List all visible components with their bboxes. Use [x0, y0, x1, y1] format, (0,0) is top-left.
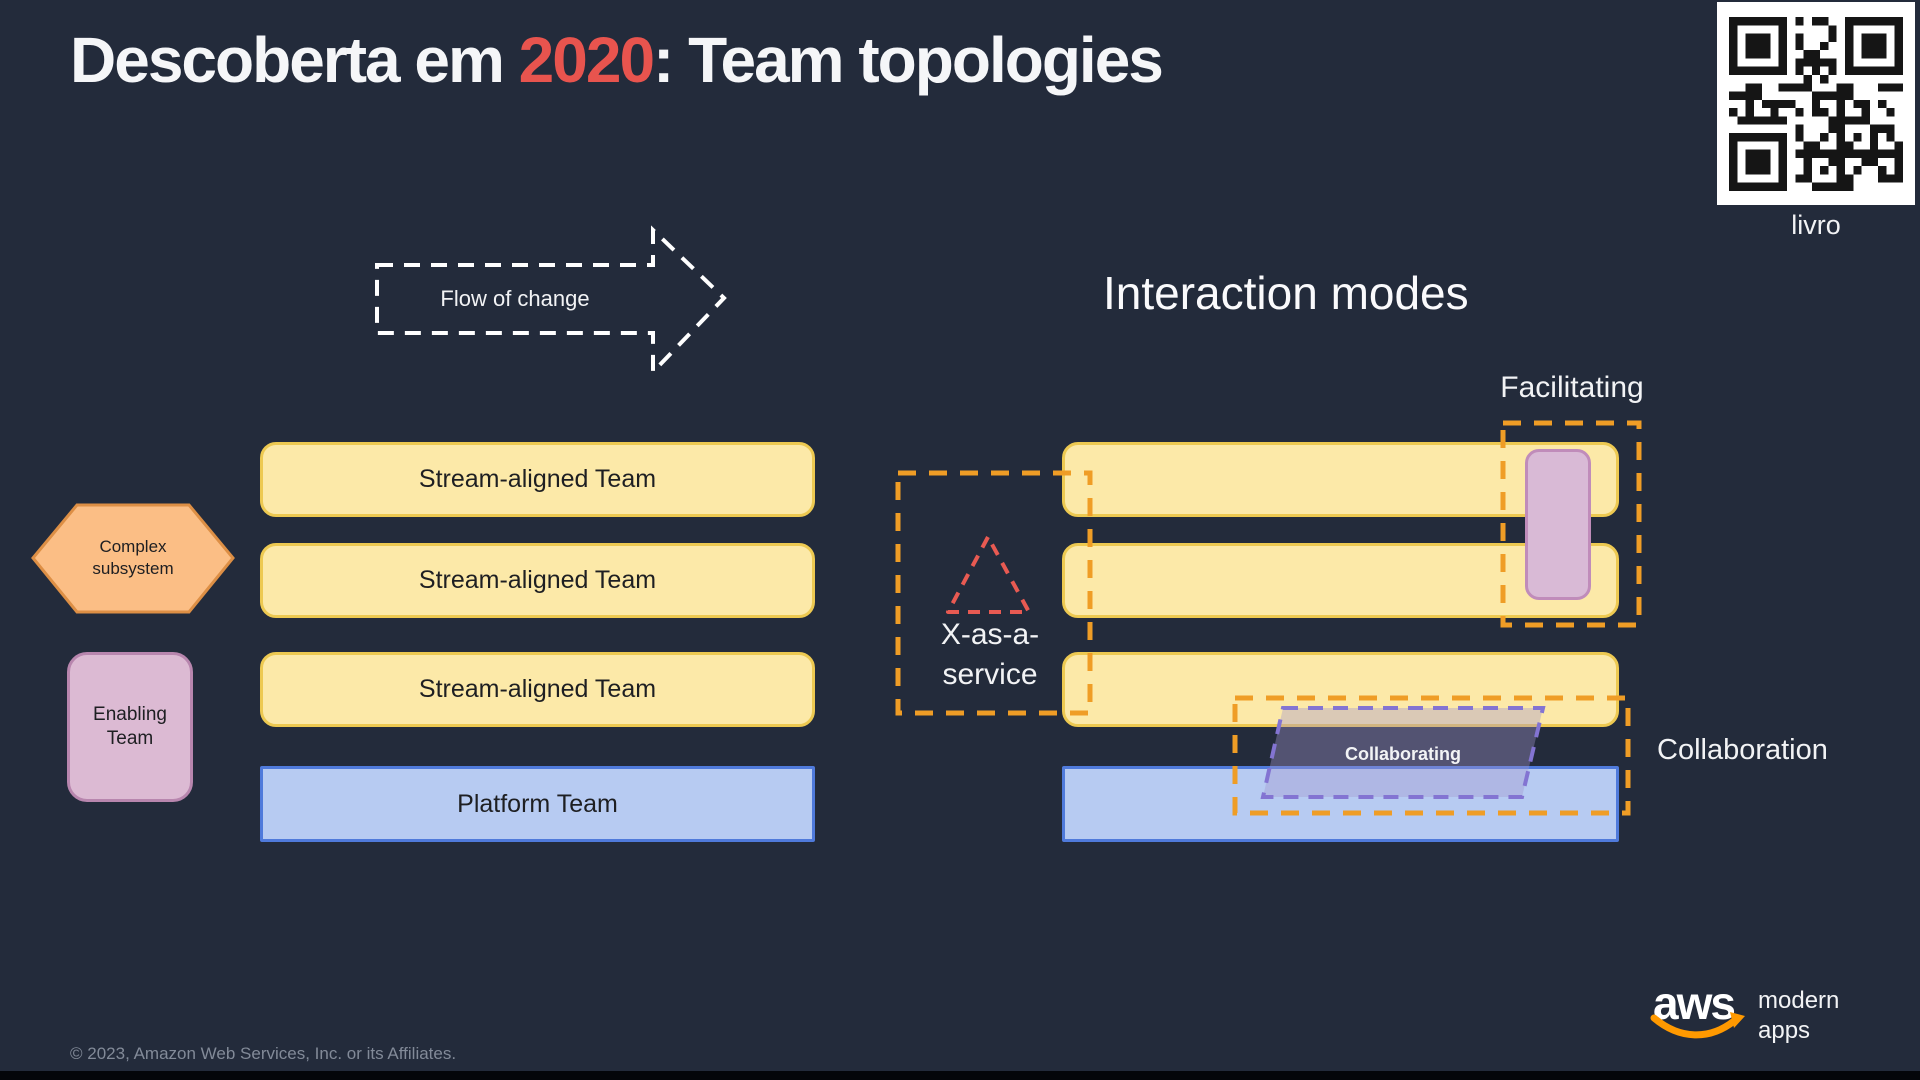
interaction-stream-bar-3	[1062, 652, 1619, 727]
qr-code	[1717, 2, 1915, 205]
aws-logo-text: aws	[1653, 977, 1736, 1029]
enabling-team-shape: Enabling Team	[67, 652, 193, 802]
stream-aligned-team-bar-1: Stream-aligned Team	[260, 442, 815, 517]
x-as-a-service-line2: service	[942, 658, 1038, 691]
page-title: Descoberta em 2020: Team topologies	[70, 28, 1164, 92]
platform-team-label: Platform Team	[457, 789, 618, 818]
modern-apps-tagline: modern apps	[1758, 986, 1839, 1046]
collaboration-label: Collaboration	[1657, 734, 1828, 766]
title-prefix: Descoberta em	[70, 24, 519, 96]
stream-aligned-team-label: Stream-aligned Team	[418, 675, 657, 703]
complex-subsystem-line2: subsystem	[92, 559, 174, 578]
stream-aligned-team-bar-3: Stream-aligned Team	[260, 652, 815, 727]
facilitating-label: Facilitating	[1500, 371, 1644, 404]
stream-aligned-team-label: Stream-aligned Team	[418, 566, 657, 594]
enabling-team-label-line2: Team	[106, 728, 154, 749]
platform-team-bar: Platform Team	[260, 766, 815, 842]
aws-smile-icon	[1650, 1012, 1745, 1039]
title-suffix: : Team topologies	[653, 24, 1164, 96]
title-year: 2020	[518, 24, 655, 96]
interaction-modes-heading: Interaction modes	[1103, 267, 1469, 319]
x-as-a-service-triangle	[946, 535, 1031, 614]
x-as-a-service-line1: X-as-a-	[940, 618, 1040, 651]
complex-subsystem-line1: Complex	[99, 537, 167, 556]
complex-subsystem-label: Complex subsystem	[43, 536, 223, 580]
copyright-text: © 2023, Amazon Web Services, Inc. or its…	[70, 1044, 457, 1063]
collaborating-label: Collaborating	[1345, 744, 1461, 764]
stream-aligned-team-bar-2: Stream-aligned Team	[260, 543, 815, 618]
qr-caption: livro	[1791, 210, 1841, 240]
tagline-line2: apps	[1758, 1017, 1811, 1044]
flow-of-change-label: Flow of change	[440, 286, 590, 311]
enabling-team-label-line1: Enabling	[93, 704, 167, 725]
qr-pattern	[1729, 16, 1903, 191]
tagline-line1: modern	[1758, 987, 1840, 1014]
interaction-platform-bar	[1062, 766, 1619, 842]
stream-aligned-team-label: Stream-aligned Team	[418, 465, 657, 493]
x-as-a-service-label: X-as-a- service	[890, 615, 1090, 695]
bottom-letterbox-bar	[0, 1071, 1920, 1080]
facilitating-team-shape	[1525, 449, 1591, 600]
